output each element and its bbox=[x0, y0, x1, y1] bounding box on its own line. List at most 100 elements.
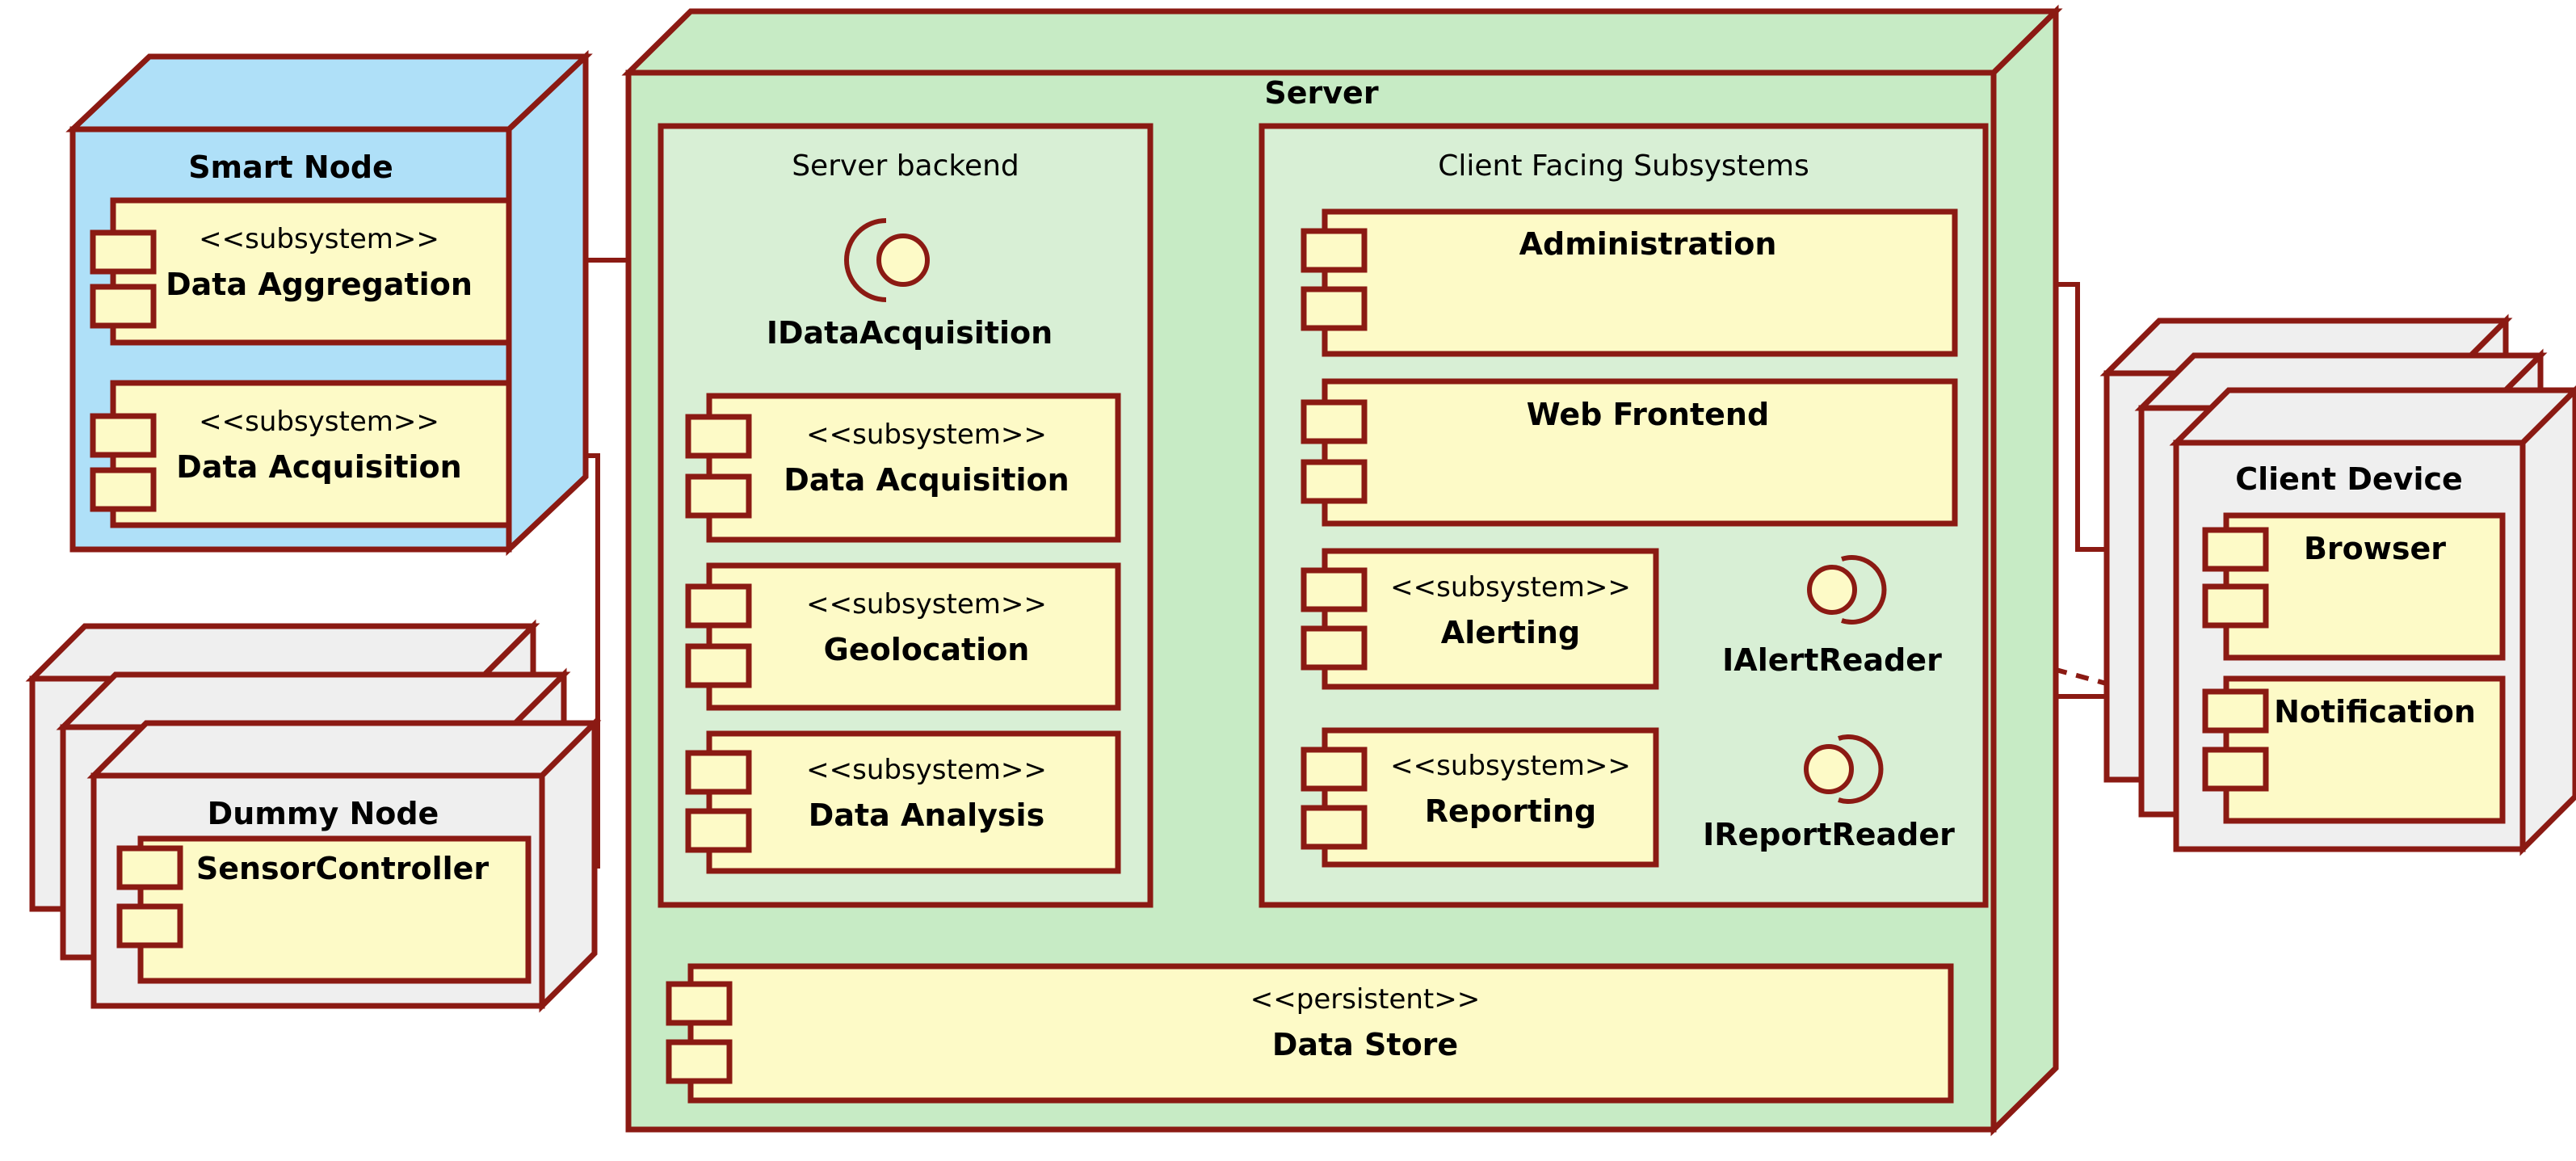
data-aggregation-port-lower bbox=[90, 284, 157, 329]
component-smart-data-acquisition[interactable]: <<subsystem>> Data Acquisition bbox=[90, 380, 512, 528]
geolocation-stereotype: <<subsystem>> bbox=[806, 588, 1047, 620]
smart-data-acquisition-port-lower bbox=[90, 467, 157, 512]
notification-name: Notification bbox=[2274, 694, 2476, 730]
package-server-backend[interactable]: Server backend <<subsystem>> Data Acquis… bbox=[658, 123, 1154, 908]
reporting-name: Reporting bbox=[1425, 793, 1597, 829]
dummy-node-side-face bbox=[539, 716, 598, 1013]
administration-port-upper bbox=[1301, 228, 1368, 273]
administration-name: Administration bbox=[1519, 226, 1777, 262]
data-analysis-name: Data Analysis bbox=[809, 797, 1044, 833]
sensorcontroller-port-upper bbox=[116, 845, 183, 890]
component-browser[interactable]: Browser bbox=[2202, 512, 2506, 661]
data-aggregation-name: Data Aggregation bbox=[166, 267, 473, 302]
browser-port-upper bbox=[2202, 527, 2269, 572]
administration-port-lower bbox=[1301, 286, 1368, 331]
smart-data-acquisition-name: Data Acquisition bbox=[176, 449, 461, 485]
client-device-top-face bbox=[2169, 387, 2576, 446]
notification-body bbox=[2223, 675, 2506, 824]
web-frontend-port-upper bbox=[1301, 399, 1368, 444]
data-aggregation-stereotype: <<subsystem>> bbox=[199, 223, 439, 255]
geolocation-port-lower bbox=[685, 643, 752, 688]
geolocation-name: Geolocation bbox=[824, 632, 1030, 667]
data-analysis-stereotype: <<subsystem>> bbox=[806, 754, 1047, 786]
data-store-name: Data Store bbox=[1272, 1027, 1458, 1062]
dummy-node-top-face bbox=[86, 720, 602, 779]
dummy-node-stack-back-top bbox=[25, 623, 540, 682]
component-alerting[interactable]: <<subsystem>> Alerting bbox=[1301, 548, 1659, 690]
web-frontend-name: Web Frontend bbox=[1527, 397, 1769, 432]
smart-node-title: Smart Node bbox=[188, 149, 393, 185]
idataacquisition-socket-icon bbox=[844, 218, 887, 302]
alerting-stereotype: <<subsystem>> bbox=[1390, 571, 1631, 604]
ialertreader-socket-icon bbox=[1841, 555, 1887, 625]
component-administration[interactable]: Administration bbox=[1301, 208, 1958, 357]
browser-port-lower bbox=[2202, 583, 2269, 629]
node-server[interactable]: Server Server backend <<subsystem>> Data… bbox=[621, 4, 2063, 1137]
package-client-facing-subsystems[interactable]: Client Facing Subsystems Administration … bbox=[1259, 123, 1989, 908]
notification-port-lower bbox=[2202, 747, 2269, 792]
backend-data-acquisition-body bbox=[706, 393, 1121, 543]
geolocation-body bbox=[706, 562, 1121, 711]
data-store-stereotype: <<persistent>> bbox=[1250, 983, 1480, 1016]
data-store-port-upper bbox=[666, 981, 733, 1026]
backend-data-acquisition-port-lower bbox=[685, 473, 752, 519]
data-aggregation-port-upper bbox=[90, 229, 157, 275]
reporting-port-upper bbox=[1301, 747, 1368, 792]
component-data-aggregation[interactable]: <<subsystem>> Data Aggregation bbox=[90, 197, 512, 346]
notification-port-upper bbox=[2202, 688, 2269, 734]
geolocation-port-upper bbox=[685, 583, 752, 629]
node-client-device[interactable]: Client Device Browser Notification bbox=[2099, 313, 2576, 856]
reporting-port-lower bbox=[1301, 805, 1368, 850]
interface-ireportreader[interactable]: IReportReader bbox=[1703, 734, 1955, 852]
component-backend-data-acquisition[interactable]: <<subsystem>> Data Acquisition bbox=[685, 393, 1121, 543]
component-notification[interactable]: Notification bbox=[2202, 675, 2506, 824]
administration-body bbox=[1322, 208, 1958, 357]
component-data-store[interactable]: <<persistent>> Data Store bbox=[666, 963, 1954, 1104]
smart-data-acquisition-body bbox=[110, 380, 512, 528]
data-analysis-port-upper bbox=[685, 750, 752, 795]
sensorcontroller-name: SensorController bbox=[196, 851, 490, 886]
reporting-body bbox=[1322, 727, 1659, 868]
data-analysis-port-lower bbox=[685, 808, 752, 853]
component-data-analysis[interactable]: <<subsystem>> Data Analysis bbox=[685, 730, 1121, 874]
sensorcontroller-body bbox=[137, 835, 532, 984]
component-web-frontend[interactable]: Web Frontend bbox=[1301, 378, 1958, 527]
data-store-body bbox=[687, 963, 1954, 1104]
ialertreader-ball-icon bbox=[1807, 565, 1857, 615]
component-geolocation[interactable]: <<subsystem>> Geolocation bbox=[685, 562, 1121, 711]
alerting-port-upper bbox=[1301, 567, 1368, 612]
alerting-port-lower bbox=[1301, 625, 1368, 671]
interface-ialertreader[interactable]: IAlertReader bbox=[1722, 555, 1942, 678]
backend-data-acquisition-name: Data Acquisition bbox=[784, 462, 1069, 498]
node-dummy-node[interactable]: Dummy Node SensorController bbox=[25, 619, 602, 1013]
data-analysis-body bbox=[706, 730, 1121, 874]
ialertreader-label: IAlertReader bbox=[1722, 642, 1942, 678]
component-reporting[interactable]: <<subsystem>> Reporting bbox=[1301, 727, 1659, 868]
smart-node-side-face bbox=[506, 49, 589, 557]
dummy-node-title: Dummy Node bbox=[208, 796, 439, 831]
server-top-face bbox=[621, 8, 2063, 76]
server-backend-title: Server backend bbox=[792, 149, 1019, 183]
client-device-title: Client Device bbox=[2235, 461, 2463, 497]
client-facing-title: Client Facing Subsystems bbox=[1438, 149, 1809, 183]
sensorcontroller-port-lower bbox=[116, 903, 183, 949]
web-frontend-port-lower bbox=[1301, 459, 1368, 504]
alerting-name: Alerting bbox=[1441, 615, 1580, 650]
dummy-node-stack-mid-top bbox=[56, 671, 571, 730]
idataacquisition-label: IDataAcquisition bbox=[767, 315, 1053, 351]
ireportreader-ball-icon bbox=[1804, 744, 1854, 794]
interface-idataacquisition[interactable]: IDataAcquisition bbox=[767, 218, 1053, 351]
ireportreader-socket-icon bbox=[1838, 734, 1884, 804]
browser-body bbox=[2223, 512, 2506, 661]
component-sensorcontroller[interactable]: SensorController bbox=[116, 835, 532, 984]
browser-name: Browser bbox=[2304, 531, 2446, 566]
reporting-stereotype: <<subsystem>> bbox=[1390, 750, 1631, 782]
client-device-side-face bbox=[2519, 385, 2576, 856]
alerting-body bbox=[1322, 548, 1659, 690]
smart-data-acquisition-stereotype: <<subsystem>> bbox=[199, 406, 439, 438]
node-smart-node[interactable]: Smart Node <<subsystem>> Data Aggregatio… bbox=[65, 49, 593, 557]
server-side-face bbox=[1990, 4, 2059, 1137]
smart-data-acquisition-port-upper bbox=[90, 413, 157, 458]
